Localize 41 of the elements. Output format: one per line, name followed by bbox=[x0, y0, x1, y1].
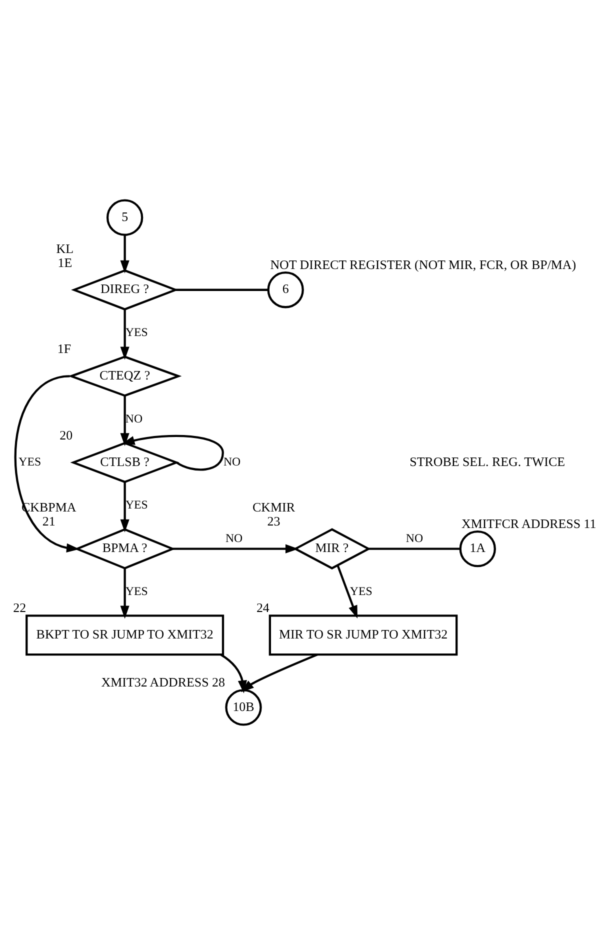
node-box: MIR TO SR JUMP TO XMIT32 bbox=[268, 614, 458, 656]
node-label: NOT DIRECT REGISTER (NOT MIR, FCR, OR BP/MA) bbox=[270, 256, 576, 272]
connector bbox=[368, 548, 460, 550]
node-label: 20 bbox=[60, 427, 73, 442]
node-box: BKPT TO SR JUMP TO XMIT32 bbox=[26, 614, 224, 656]
node-label: 23 bbox=[267, 514, 280, 529]
edge-label: YES bbox=[18, 454, 42, 469]
node-diamond: BPMA ? bbox=[74, 528, 176, 570]
node-label: 1E bbox=[58, 254, 72, 270]
edge-label: NO bbox=[406, 531, 424, 546]
arrow bbox=[120, 482, 130, 532]
node-circle: 6 bbox=[267, 272, 304, 308]
arrow bbox=[120, 568, 130, 619]
node-circle: 1A bbox=[459, 530, 496, 568]
label: STROBE SEL. REG. TWICE bbox=[410, 454, 566, 469]
node-label: CKMIR bbox=[252, 500, 295, 515]
edge-label: YES bbox=[350, 584, 372, 598]
node-label: XMIT32 ADDRESS 28 bbox=[101, 674, 225, 690]
node-label: 21 bbox=[42, 514, 56, 529]
node-label: 22 bbox=[13, 600, 26, 616]
arrow bbox=[14, 375, 80, 552]
arrow bbox=[122, 434, 224, 471]
node-label: 1F bbox=[57, 341, 72, 356]
node-circle: 10B bbox=[225, 689, 262, 726]
arrow bbox=[220, 654, 247, 694]
arrow bbox=[120, 310, 130, 360]
edge-label: NO bbox=[225, 531, 243, 546]
node-label: 24 bbox=[256, 600, 270, 616]
node-diamond: CTLSB ? bbox=[70, 442, 180, 484]
node-circle: 5 bbox=[106, 199, 144, 236]
arrow bbox=[172, 544, 298, 554]
arrow bbox=[120, 396, 130, 446]
node-diamond: MIR ? bbox=[293, 528, 371, 570]
node-label: KL bbox=[56, 240, 74, 256]
node-diamond: CTEQZ ? bbox=[68, 356, 182, 397]
edge-label: NO bbox=[223, 454, 241, 469]
arrow bbox=[336, 564, 358, 619]
arrow bbox=[240, 654, 318, 692]
arrow bbox=[120, 234, 130, 274]
connector bbox=[176, 288, 268, 291]
node-label: XMITFCR ADDRESS 11 bbox=[462, 516, 596, 531]
